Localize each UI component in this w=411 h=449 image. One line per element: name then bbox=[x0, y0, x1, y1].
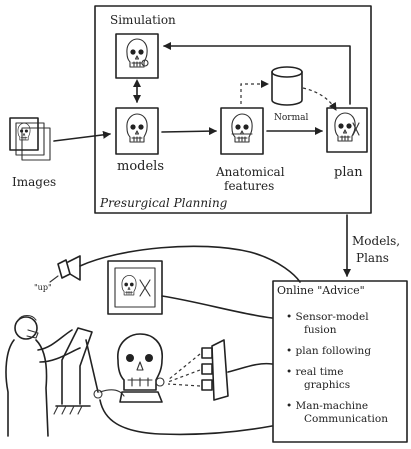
simulation-frame bbox=[116, 34, 158, 78]
up-label: "up" bbox=[34, 283, 52, 292]
images-label: Images bbox=[12, 175, 56, 189]
normal-label: Normal bbox=[274, 113, 308, 123]
models-frame bbox=[116, 108, 158, 154]
sensor-beams bbox=[168, 354, 200, 386]
skull-icon bbox=[232, 114, 252, 142]
images-models-arrow bbox=[54, 134, 110, 141]
simulation-label: Simulation bbox=[110, 13, 176, 27]
anatomical-normal-dashed-arrow bbox=[241, 84, 268, 104]
online-advice-item-2-line-1: graphics bbox=[304, 379, 350, 391]
surgeon-figure bbox=[6, 316, 80, 437]
images-stack bbox=[10, 118, 50, 160]
presurgical-planning-label: Presurgical Planning bbox=[99, 196, 228, 210]
online-advice-title: Online "Advice" bbox=[277, 284, 365, 297]
online-advice-item-2-line-0: • real time bbox=[286, 366, 343, 378]
online-advice-item-3-line-0: • Man-machine bbox=[286, 400, 368, 412]
online-advice-item-0-line-0: • Sensor-model bbox=[286, 311, 369, 323]
skull-icon bbox=[18, 123, 30, 140]
anatomical-label-line1: Anatomical bbox=[215, 165, 285, 179]
camera-icon bbox=[58, 256, 80, 280]
plan-frame bbox=[327, 108, 367, 152]
skull-icon bbox=[122, 275, 136, 295]
models-anatomical-arrow bbox=[162, 131, 216, 132]
anatomical-features-frame bbox=[221, 108, 263, 154]
normal-plan-dashed-arrow bbox=[303, 88, 336, 110]
models-plans-label-line1: Models, bbox=[352, 234, 400, 248]
skull-icon bbox=[127, 114, 147, 142]
patient-head-icon bbox=[118, 334, 164, 402]
monitor-icon bbox=[108, 261, 162, 314]
monitor-wire bbox=[162, 296, 272, 318]
models-label: models bbox=[117, 159, 164, 174]
robot-wire bbox=[100, 400, 272, 434]
anatomical-label-line2: features bbox=[224, 179, 274, 193]
online-advice-item-0-line-1: fusion bbox=[304, 324, 337, 336]
online-advice-item-3-line-1: Communication bbox=[304, 413, 388, 425]
cylinder-database-icon bbox=[272, 67, 302, 105]
skull-icon bbox=[127, 39, 148, 67]
skull-icon bbox=[335, 113, 359, 141]
robot-arm bbox=[54, 328, 124, 414]
models-plans-label-line2: Plans bbox=[356, 251, 389, 265]
online-advice-item-1-line-0: • plan following bbox=[286, 345, 371, 357]
sensor-array-icon bbox=[202, 340, 228, 400]
camera-wire bbox=[80, 246, 300, 282]
sensor-wire bbox=[228, 364, 272, 372]
up-pointer bbox=[50, 276, 58, 282]
plan-label: plan bbox=[334, 165, 363, 180]
